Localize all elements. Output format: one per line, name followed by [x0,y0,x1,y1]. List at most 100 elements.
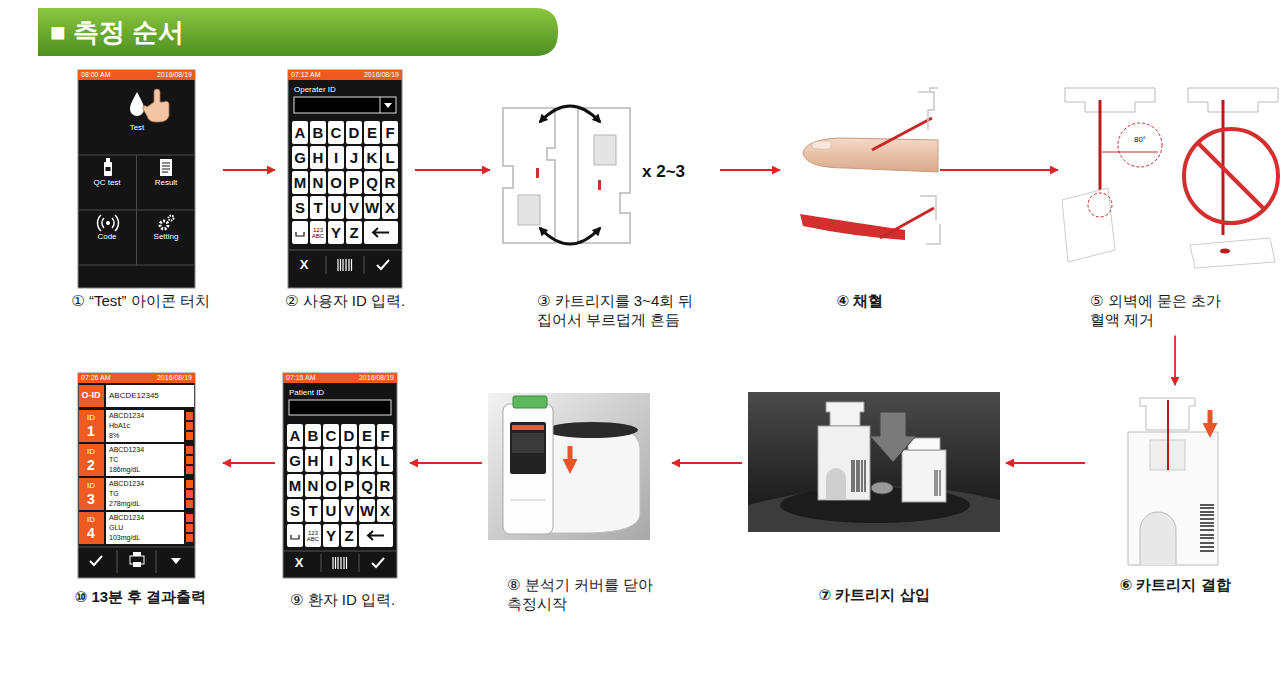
key-label: P [349,175,359,191]
screen-time: 07:12 AM [291,71,321,78]
key-label: U [326,503,337,519]
device-screen [78,373,195,578]
result-index: 2 [87,458,95,473]
key-label: C [326,428,337,444]
key-label: B [308,428,319,444]
analyzer-photo [510,500,546,501]
key-label: H [313,150,324,166]
result-id: ID [87,414,95,422]
device-screen [106,385,194,407]
key-label: M [294,175,307,191]
device-screen [78,155,195,265]
device-screen [288,250,402,274]
screen-date: 2016/08/19 [157,71,192,78]
screen-date: 2016/08/19 [359,374,394,381]
key-label: T [313,200,322,216]
flow-arrow [720,169,780,171]
result-id: ID [87,482,95,490]
flow-arrow [672,462,742,464]
cancel-button: X [295,556,304,570]
step-caption: ⑤ 외벽에 묻은 초가 혈액 제거 [1090,292,1235,330]
key-label: Q [366,175,378,191]
key-label: X [385,200,395,216]
wipe-blood [1062,188,1115,262]
device-screen [106,221,110,225]
device-screen [106,478,184,510]
key-label: 123 ABC [305,529,321,542]
cartridge-shake [503,108,555,243]
device-screen [186,490,193,498]
device-screen [283,373,397,578]
key-label: F [385,125,394,141]
device-screen [186,456,193,464]
key-label: M [289,478,302,494]
key-label: Z [349,225,358,241]
blood-sampling [800,88,940,244]
device-screen [186,422,193,430]
key-label: E [362,428,372,444]
result-text: 186mg/dL [109,466,140,473]
blood-sampling [920,196,940,244]
step-box: ⑩ 13분 후 결과출력 [58,368,223,613]
step-box: ④ 채혈 [780,66,940,317]
result-text: HbA1c [109,422,130,429]
angle-label: 80° [1134,136,1146,144]
device-screen [380,97,381,113]
key-label: O [330,175,342,191]
device-screen [162,163,170,172]
key-label: V [344,503,354,519]
result-id: ID [87,448,95,456]
cartridge-shake [578,108,630,243]
result-text: ABCD1234 [109,446,144,453]
step-box: ② 사용자 ID 입력. [275,66,415,317]
result-header: O-ID [82,391,101,400]
device-screen [106,158,110,162]
blood-sampling [812,141,832,150]
analyzer-inside-photo [748,392,1000,532]
device-screen [186,500,193,508]
cartridge-shake [540,228,600,244]
analyzer-photo [545,422,640,533]
key-label: O [325,478,337,494]
device-screen [186,534,193,542]
cartridge-shake [536,168,539,178]
device-screen [78,70,195,288]
key-label: G [294,150,306,166]
device-screen [186,432,193,440]
key-label: V [349,200,359,216]
key-label: R [380,478,391,494]
device-screen [78,70,195,288]
device-screen [79,385,104,407]
blood-sampling [872,118,932,150]
device-screen [98,215,119,231]
cartridge-assembly [1208,410,1213,426]
result-text: TG [109,490,119,497]
key-label: L [385,150,394,166]
key-label: E [367,125,377,141]
cartridge-shake [594,135,616,165]
step-box: ⑧ 분석기 커버를 닫아 측정시작 [482,385,672,620]
device-screen [106,167,111,171]
key-label: H [308,453,319,469]
key-label: Y [326,528,336,544]
menu-label: Result [155,179,178,187]
cartridge-shake [540,106,600,122]
cartridge-shake [518,195,540,225]
analyzer-inside-photo [870,412,916,462]
device-screen [106,512,184,544]
device-screen [186,412,193,420]
wipe-blood [1062,88,1278,268]
wipe-blood [1065,88,1155,112]
analyzer-photo [510,422,546,474]
wipe-blood [1118,123,1162,167]
key-label: W [360,503,374,519]
device-screen [186,524,193,532]
analyzer-inside-photo [818,426,870,500]
screen-time: 08:00 AM [81,71,111,78]
screen-date: 2016/08/19 [364,71,399,78]
device-screen [283,551,397,572]
device-screen [283,373,397,578]
device-screen [186,446,193,454]
page-title: ■ 측정 순서 [50,14,184,50]
